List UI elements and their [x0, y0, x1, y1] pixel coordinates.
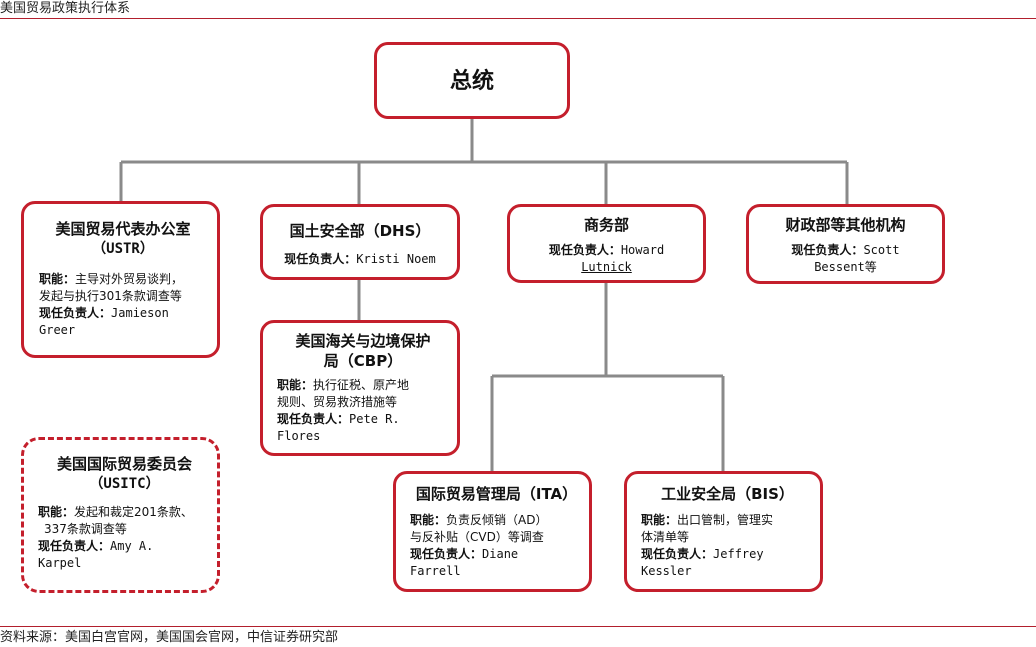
ustr-head-name-2: Greer — [39, 323, 76, 337]
head-label: 现任负责人： — [548, 243, 621, 257]
bis-role-row: 职能：出口管制，管理实 — [641, 512, 814, 529]
commerce-box: 商务部 现任负责人：Howard Lutnick — [507, 204, 706, 283]
ustr-box: 美国贸易代表办公室 （USTR） 职能：主导对外贸易谈判， 发起与执行301条款… — [21, 201, 220, 358]
treasury-box: 财政部等其他机构 现任负责人：Scott Bessent等 — [746, 204, 945, 284]
dhs-head-row: 现任负责人：Kristi Noem — [269, 251, 451, 268]
usitc-role-row: 职能：发起和裁定201条款、 — [38, 504, 211, 521]
cbp-role-row: 职能：执行征税、原产地 — [277, 377, 449, 394]
ustr-head-name-1: Jamieson — [111, 306, 169, 320]
role-label: 职能： — [38, 505, 75, 519]
bis-box: 工业安全局（BIS） 职能：出口管制，管理实 体清单等 现任负责人：Jeffre… — [624, 471, 823, 592]
head-label: 现任负责人： — [277, 412, 350, 426]
dhs-head-name: Kristi Noem — [356, 252, 436, 266]
cbp-role-text-1: 执行征税、原产地 — [313, 378, 410, 392]
role-label: 职能： — [410, 513, 447, 527]
treasury-head-row: 现任负责人：Scott — [755, 242, 936, 259]
head-label: 现任负责人： — [39, 306, 112, 320]
ita-box: 国际贸易管理局（ITA） 职能：负责反倾销（AD） 与反补贴（CVD）等调查 现… — [393, 471, 592, 592]
dhs-box: 国土安全部（DHS） 现任负责人：Kristi Noem — [260, 204, 460, 280]
ita-role-text-2: 与反补贴（CVD）等调查 — [410, 530, 544, 544]
usitc-box: 美国国际贸易委员会 （USITC） 职能：发起和裁定201条款、 337条款调查… — [21, 437, 220, 593]
ita-head-name-2: Farrell — [410, 564, 461, 578]
bis-head-name-2: Kessler — [641, 564, 692, 578]
commerce-head-row: 现任负责人：Howard — [516, 242, 697, 259]
president-box: 总统 — [374, 42, 570, 119]
usitc-role-text-2: 337条款调查等 — [44, 522, 127, 536]
role-label: 职能： — [641, 513, 678, 527]
role-label: 职能： — [277, 378, 314, 392]
ita-role-text-1: 负责反倾销（AD） — [446, 513, 548, 527]
cbp-head-name-2: Flores — [277, 429, 321, 443]
usitc-title-line1: 美国国际贸易委员会 — [56, 455, 192, 473]
ustr-role-text-1: 主导对外贸易谈判， — [75, 272, 184, 286]
role-label: 职能： — [39, 272, 76, 286]
dhs-title: 国土安全部（DHS） — [289, 222, 431, 240]
figure-title: 美国贸易政策执行体系 — [0, 1, 131, 16]
bis-role-text-1: 出口管制，管理实 — [677, 513, 774, 527]
ita-head-row: 现任负责人：Diane — [410, 546, 583, 563]
top-rule — [0, 18, 1036, 19]
bis-title: 工业安全局（BIS） — [661, 485, 794, 503]
ustr-title-line2: （USTR） — [92, 241, 154, 257]
cbp-head-row: 现任负责人：Pete R. — [277, 411, 449, 428]
cbp-role-text-2: 规则、贸易救济措施等 — [277, 395, 398, 409]
cbp-title-line2: 局（CBP） — [323, 352, 403, 370]
usitc-head-row: 现任负责人：Amy A. — [38, 538, 211, 555]
source-note: 资料来源：美国白宫官网，美国国会官网，中信证券研究部 — [0, 630, 339, 645]
ustr-head-row: 现任负责人：Jamieson — [39, 305, 207, 322]
usitc-head-name-1: Amy A. — [110, 539, 154, 553]
ita-title: 国际贸易管理局（ITA） — [415, 485, 578, 503]
head-label: 现任负责人： — [284, 252, 357, 266]
head-label: 现任负责人： — [791, 243, 864, 257]
commerce-head-name-2-wrap: Lutnick — [516, 259, 697, 276]
cbp-title-line1: 美国海关与边境保护 — [295, 332, 431, 350]
commerce-title: 商务部 — [583, 216, 629, 234]
usitc-head-name-2: Karpel — [38, 556, 82, 570]
ustr-role-text-2: 发起与执行301条款调查等 — [39, 289, 182, 303]
bottom-rule — [0, 626, 1036, 627]
treasury-head-name-2: Bessent等 — [814, 260, 877, 274]
ita-head-name-1: Diane — [482, 547, 519, 561]
ustr-title-line1: 美国贸易代表办公室 — [55, 220, 191, 238]
cbp-head-name-1: Pete R. — [349, 412, 400, 426]
usitc-title-line2: （USITC） — [89, 476, 160, 492]
treasury-head-name-1: Scott — [863, 243, 900, 257]
head-label: 现任负责人： — [38, 539, 111, 553]
bis-head-row: 现任负责人：Jeffrey — [641, 546, 814, 563]
commerce-head-name-1: Howard — [620, 243, 665, 257]
treasury-title: 财政部等其他机构 — [785, 216, 906, 234]
head-label: 现任负责人： — [410, 547, 483, 561]
usitc-role-text-1: 发起和裁定201条款、 — [74, 505, 193, 519]
bis-role-text-2: 体清单等 — [641, 530, 690, 544]
commerce-head-name-2: Lutnick — [581, 260, 632, 274]
ita-role-row: 职能：负责反倾销（AD） — [410, 512, 583, 529]
ustr-role-row: 职能：主导对外贸易谈判， — [39, 271, 207, 288]
president-title: 总统 — [449, 69, 494, 94]
head-label: 现任负责人： — [641, 547, 714, 561]
bis-head-name-1: Jeffrey — [713, 547, 764, 561]
cbp-box: 美国海关与边境保护 局（CBP） 职能：执行征税、原产地 规则、贸易救济措施等 … — [260, 320, 460, 456]
